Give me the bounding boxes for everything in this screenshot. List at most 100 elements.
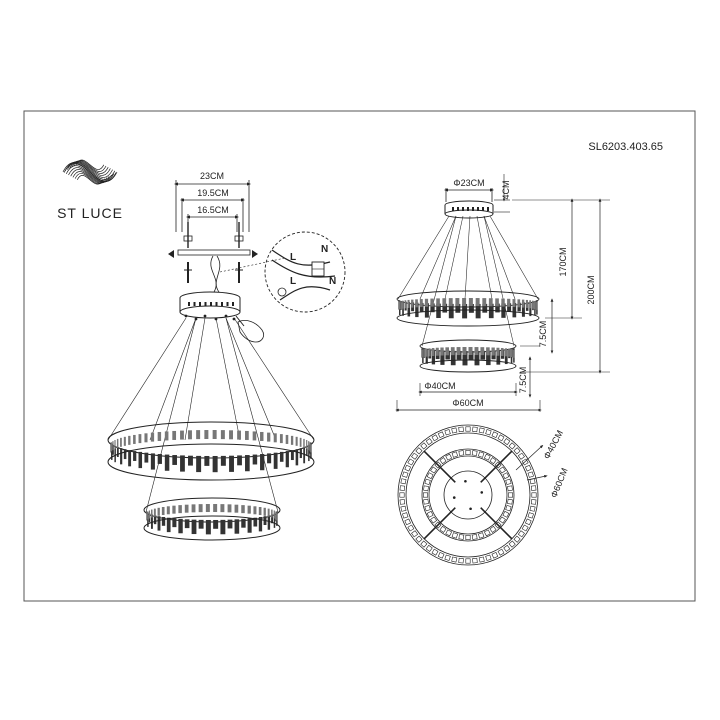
anchor-dot: [480, 491, 484, 494]
crystal-prism: [172, 505, 176, 514]
crystal-prism: [455, 303, 461, 313]
crystal-prism: [123, 449, 127, 460]
crystal-prism: [480, 347, 485, 356]
cable-anchor: [232, 317, 236, 321]
crystal-prism: [227, 519, 233, 529]
canopy-slot: [477, 207, 479, 211]
crystal-prism: [299, 437, 302, 447]
crystal-prism: [456, 350, 462, 360]
cable: [215, 317, 241, 441]
crystal-prism: [153, 515, 157, 525]
dim-label-23cm: 23CM: [200, 171, 224, 181]
crystal-prism: [144, 452, 149, 463]
crystal-prism: [267, 453, 272, 464]
crystal-prism: [220, 519, 226, 535]
crystal-prism: [161, 507, 165, 516]
crystal-block: [407, 458, 415, 466]
crystal-block: [458, 426, 464, 433]
crystal-prism: [111, 442, 113, 452]
crystal-prism: [450, 347, 455, 356]
crystal-prism: [303, 438, 305, 448]
crystal-block: [399, 485, 406, 491]
crystal-block: [485, 429, 492, 436]
dim-large-ring-dia: Φ60CM: [395, 398, 542, 412]
crystal-prism: [306, 445, 308, 456]
crystal-block: [517, 530, 525, 538]
crystal-block: [445, 453, 453, 461]
crystal-block: [507, 498, 513, 505]
crystal-prism: [253, 506, 257, 515]
crystal-prism: [308, 441, 310, 451]
crystal-prism: [138, 451, 143, 469]
crystal-prism: [500, 348, 504, 357]
crystal-prism: [400, 301, 402, 310]
crystal-prism: [504, 349, 508, 365]
crystal-block: [527, 471, 534, 478]
crystal-prism: [116, 447, 119, 457]
crystal-block: [400, 478, 407, 485]
crystal-prism: [234, 519, 240, 534]
crystal-prism: [157, 454, 162, 464]
crystal-block: [411, 530, 419, 538]
crystal-prism: [468, 303, 474, 313]
crystal-block: [524, 518, 532, 526]
crystal-prism: [419, 302, 424, 312]
crystal-prism: [150, 509, 153, 518]
small-ring-side: [419, 339, 517, 373]
crystal-prism: [512, 299, 516, 308]
crystal-prism: [425, 348, 428, 357]
dim-label-19-5cm: 19.5CM: [197, 188, 229, 198]
crystal-prism: [123, 436, 126, 446]
crystal-prism: [404, 300, 407, 309]
crystal-prism: [295, 449, 299, 466]
crystal-block: [503, 438, 511, 446]
cable: [464, 215, 471, 300]
dim-small-ring-dia: Φ40CM: [418, 381, 518, 396]
crystal-prism: [456, 347, 461, 356]
crystal-prism: [424, 298, 429, 307]
crystal-prism: [534, 301, 536, 310]
swirl-sphere-icon: [61, 143, 119, 201]
crystal-prism: [180, 455, 185, 472]
crystal-prism: [157, 507, 160, 516]
crystal-block: [508, 540, 516, 548]
dim-label-phi40-side: Φ40CM: [424, 381, 455, 391]
crystal-block: [431, 434, 439, 442]
crystal-prism: [229, 430, 233, 440]
canopy-slot: [199, 302, 201, 306]
crystal-prism: [491, 347, 495, 356]
crystal-block: [402, 512, 409, 519]
cable: [397, 215, 450, 300]
cable: [184, 317, 206, 441]
crystal-prism: [436, 298, 440, 307]
crystal-block: [424, 478, 431, 486]
screw-icon-right: [234, 222, 244, 283]
crystal-block: [451, 556, 458, 563]
cable: [149, 317, 197, 441]
crystal-block: [502, 472, 510, 480]
crystal-prism: [273, 510, 275, 519]
crystal-prism: [128, 450, 132, 467]
crystal-block: [505, 478, 512, 486]
crystal-block: [489, 457, 497, 465]
crystal-prism: [428, 348, 431, 357]
crystal-prism: [462, 347, 467, 356]
crystal-block: [404, 518, 412, 526]
crystal-prism: [504, 348, 508, 357]
side-suspension-cables: [397, 215, 539, 347]
crystal-prism: [146, 512, 148, 521]
cable: [145, 317, 197, 513]
anchor-dot: [464, 479, 467, 483]
crystal-block: [513, 447, 521, 455]
dim-canopy-height: 4CM: [494, 174, 511, 213]
crystal-prism: [147, 511, 149, 520]
dim-label-7-5cm-lower: 7.5CM: [518, 367, 528, 394]
crystal-prism: [525, 299, 528, 308]
cable: [107, 317, 187, 441]
crystal-prism: [245, 430, 249, 440]
crystal-prism: [308, 444, 310, 462]
crystal-block: [437, 431, 445, 439]
crystal-block: [531, 492, 537, 498]
cable: [225, 317, 279, 513]
